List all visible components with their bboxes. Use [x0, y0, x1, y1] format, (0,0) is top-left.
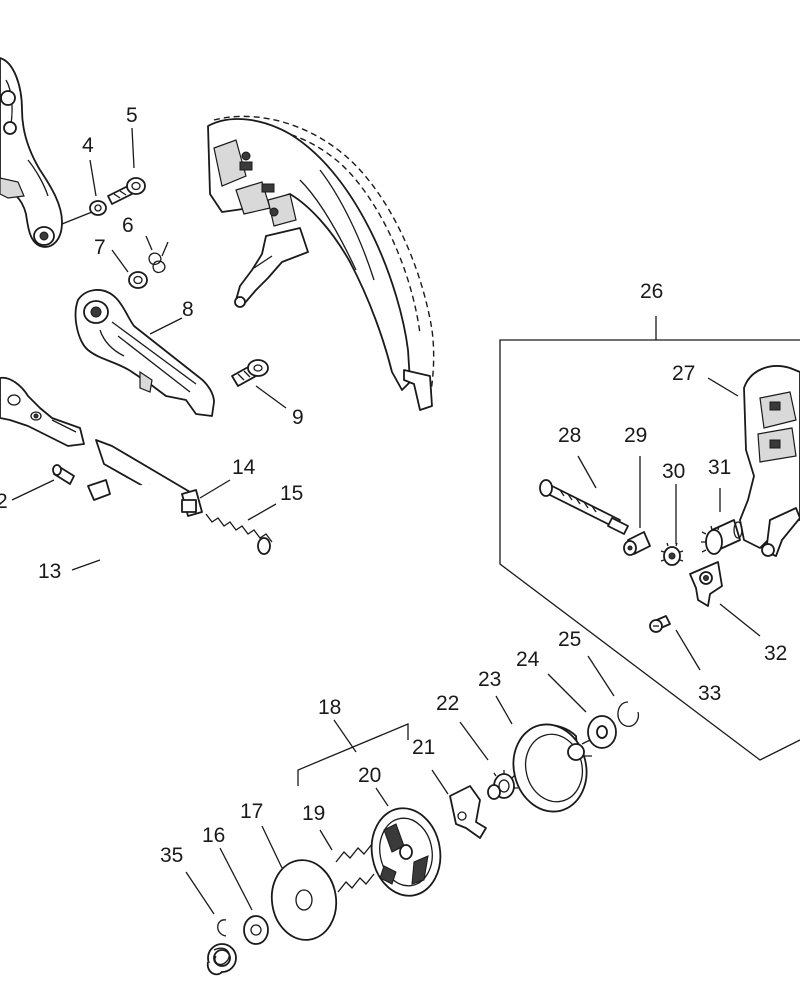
bolt-part-5	[107, 177, 146, 205]
leader-6b	[145, 235, 153, 251]
plate-part-17	[261, 825, 338, 941]
label-14: 14	[232, 456, 256, 479]
label-6: 6	[122, 214, 134, 237]
worm-gear-part-31	[701, 488, 743, 555]
label-35: 35	[160, 844, 183, 867]
label-24: 24	[516, 648, 540, 671]
washer-part-24	[547, 673, 617, 749]
hand-guard-part	[207, 115, 435, 411]
label-22: 22	[436, 692, 459, 715]
washer-part-4	[61, 200, 107, 225]
clutch-hub-part-20	[370, 787, 442, 897]
label-29: 29	[624, 424, 647, 447]
gear-part-30	[660, 484, 684, 566]
label-32: 32	[764, 642, 787, 665]
leader-4	[89, 159, 97, 197]
label-15: 15	[280, 482, 303, 505]
label-23: 23	[478, 668, 501, 691]
label-4: 4	[82, 134, 94, 157]
brake-band-part-13	[71, 439, 206, 606]
spring-part-14-15	[181, 479, 277, 555]
clutch-shoe-part-21	[431, 769, 487, 839]
label-18: 18	[318, 696, 341, 719]
plug-part-29	[623, 456, 651, 556]
bracket-part-32	[689, 561, 761, 637]
pin-part-2	[11, 464, 75, 501]
needle-bearing-part-22	[459, 721, 518, 800]
label-13: 13	[38, 560, 61, 583]
label-2: 2	[0, 490, 8, 513]
label-8: 8	[182, 298, 194, 321]
e-clip-part-25	[587, 655, 640, 727]
label-16: 16	[202, 824, 225, 847]
label-27: 27	[672, 362, 695, 385]
label-7: 7	[94, 236, 106, 259]
leader-7	[111, 249, 129, 273]
label-19: 19	[302, 802, 325, 825]
label-28: 28	[558, 424, 581, 447]
leader-5	[131, 127, 135, 169]
label-31: 31	[708, 456, 731, 479]
screw-part-33	[649, 615, 701, 671]
bolt-part-9	[231, 359, 287, 409]
label-21: 21	[412, 736, 435, 759]
label-9: 9	[292, 406, 304, 429]
bushing-part-7	[128, 271, 148, 289]
oil-pump-housing-part-27	[707, 365, 800, 557]
label-20: 20	[358, 764, 381, 787]
bolt-part-35	[185, 871, 237, 976]
kit-group-box	[499, 316, 800, 761]
label-25: 25	[558, 628, 581, 651]
clutch-drum-part-23	[495, 695, 592, 813]
label-33: 33	[698, 682, 721, 705]
label-17: 17	[240, 800, 263, 823]
label-5: 5	[126, 104, 138, 127]
washer-part-16	[219, 847, 269, 945]
handle-bracket-part	[0, 57, 63, 248]
chain-link-part	[0, 376, 85, 447]
brake-lever-part-8	[74, 289, 215, 417]
spring-part-6	[148, 241, 169, 274]
clutch-group-bracket	[297, 719, 409, 786]
clutch-springs-part-19	[319, 829, 375, 893]
label-30: 30	[662, 460, 685, 483]
adjusting-screw-part-28	[539, 455, 629, 535]
label-26: 26	[640, 280, 663, 303]
